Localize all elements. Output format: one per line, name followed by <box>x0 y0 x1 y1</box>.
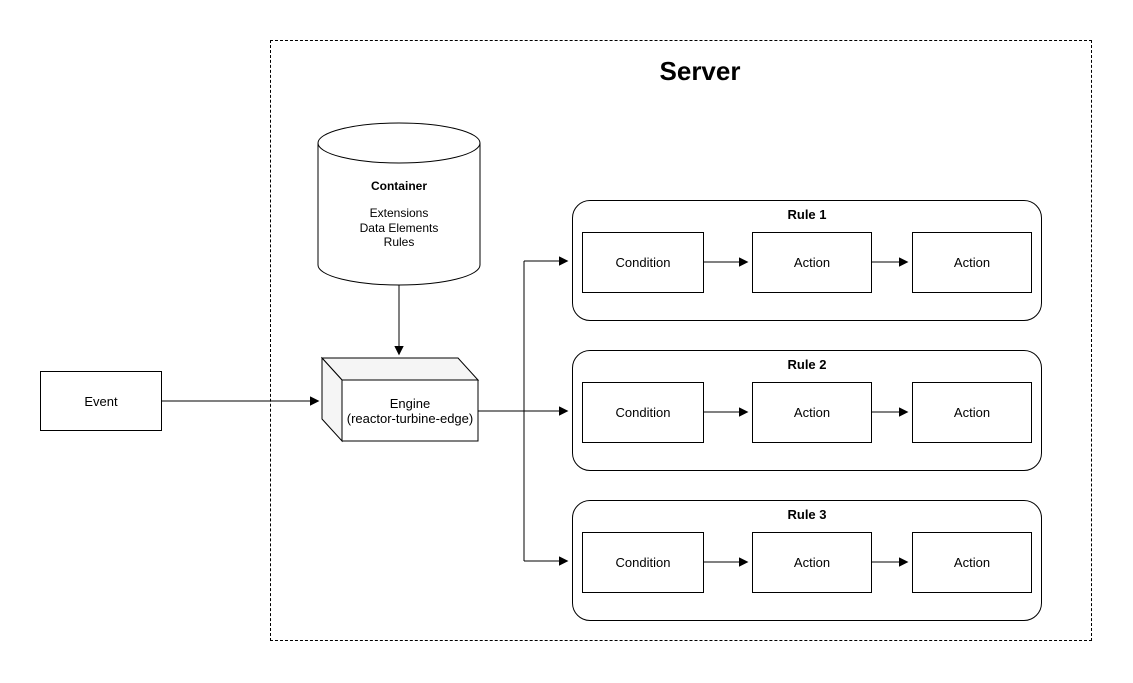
rule-group-2[interactable]: Rule 2 Condition Action Action <box>572 350 1042 471</box>
container-label-block: Container Extensions Data Elements Rules <box>318 179 480 250</box>
condition-node[interactable]: Condition <box>582 532 704 593</box>
engine-label-block: Engine (reactor-turbine-edge) <box>342 380 478 441</box>
rule-title: Rule 3 <box>787 507 827 522</box>
action-label: Action <box>953 555 991 570</box>
server-title: Server <box>659 56 741 86</box>
condition-node[interactable]: Condition <box>582 232 704 293</box>
container-cylinder[interactable] <box>317 122 481 286</box>
event-label: Event <box>84 393 118 409</box>
condition-label: Condition <box>615 405 671 420</box>
container-item: Data Elements <box>359 220 439 235</box>
action-label: Action <box>793 555 831 570</box>
cube-front-face <box>341 379 479 442</box>
condition-label: Condition <box>615 255 671 270</box>
rule-title: Rule 2 <box>787 357 827 372</box>
rule-group-3[interactable]: Rule 3 Condition Action Action <box>572 500 1042 621</box>
action-node[interactable]: Action <box>752 532 872 593</box>
container-item: Extensions <box>369 206 429 220</box>
rule-connectors <box>704 407 909 417</box>
condition-node[interactable]: Condition <box>582 382 704 443</box>
action-label: Action <box>953 255 991 270</box>
action-label: Action <box>793 255 831 270</box>
action-node[interactable]: Action <box>912 232 1032 293</box>
action-label: Action <box>953 405 991 420</box>
container-item: Rules <box>383 235 415 249</box>
action-node[interactable]: Action <box>912 382 1032 443</box>
action-node[interactable]: Action <box>912 532 1032 593</box>
action-node[interactable]: Action <box>752 382 872 443</box>
server-boundary <box>270 40 1092 641</box>
rule-group-1[interactable]: Rule 1 Condition Action Action <box>572 200 1042 321</box>
event-node[interactable]: Event <box>40 371 162 431</box>
action-node[interactable]: Action <box>752 232 872 293</box>
condition-label: Condition <box>615 555 671 570</box>
rule-connectors <box>704 557 909 567</box>
action-label: Action <box>793 405 831 420</box>
rule-connectors <box>704 257 909 267</box>
engine-name: Engine <box>389 395 431 411</box>
engine-subtitle: (reactor-turbine-edge) <box>346 410 474 426</box>
rule-title: Rule 1 <box>787 207 827 222</box>
container-title: Container <box>370 179 427 193</box>
engine-cube[interactable] <box>320 356 480 443</box>
cylinder-top <box>317 122 481 164</box>
